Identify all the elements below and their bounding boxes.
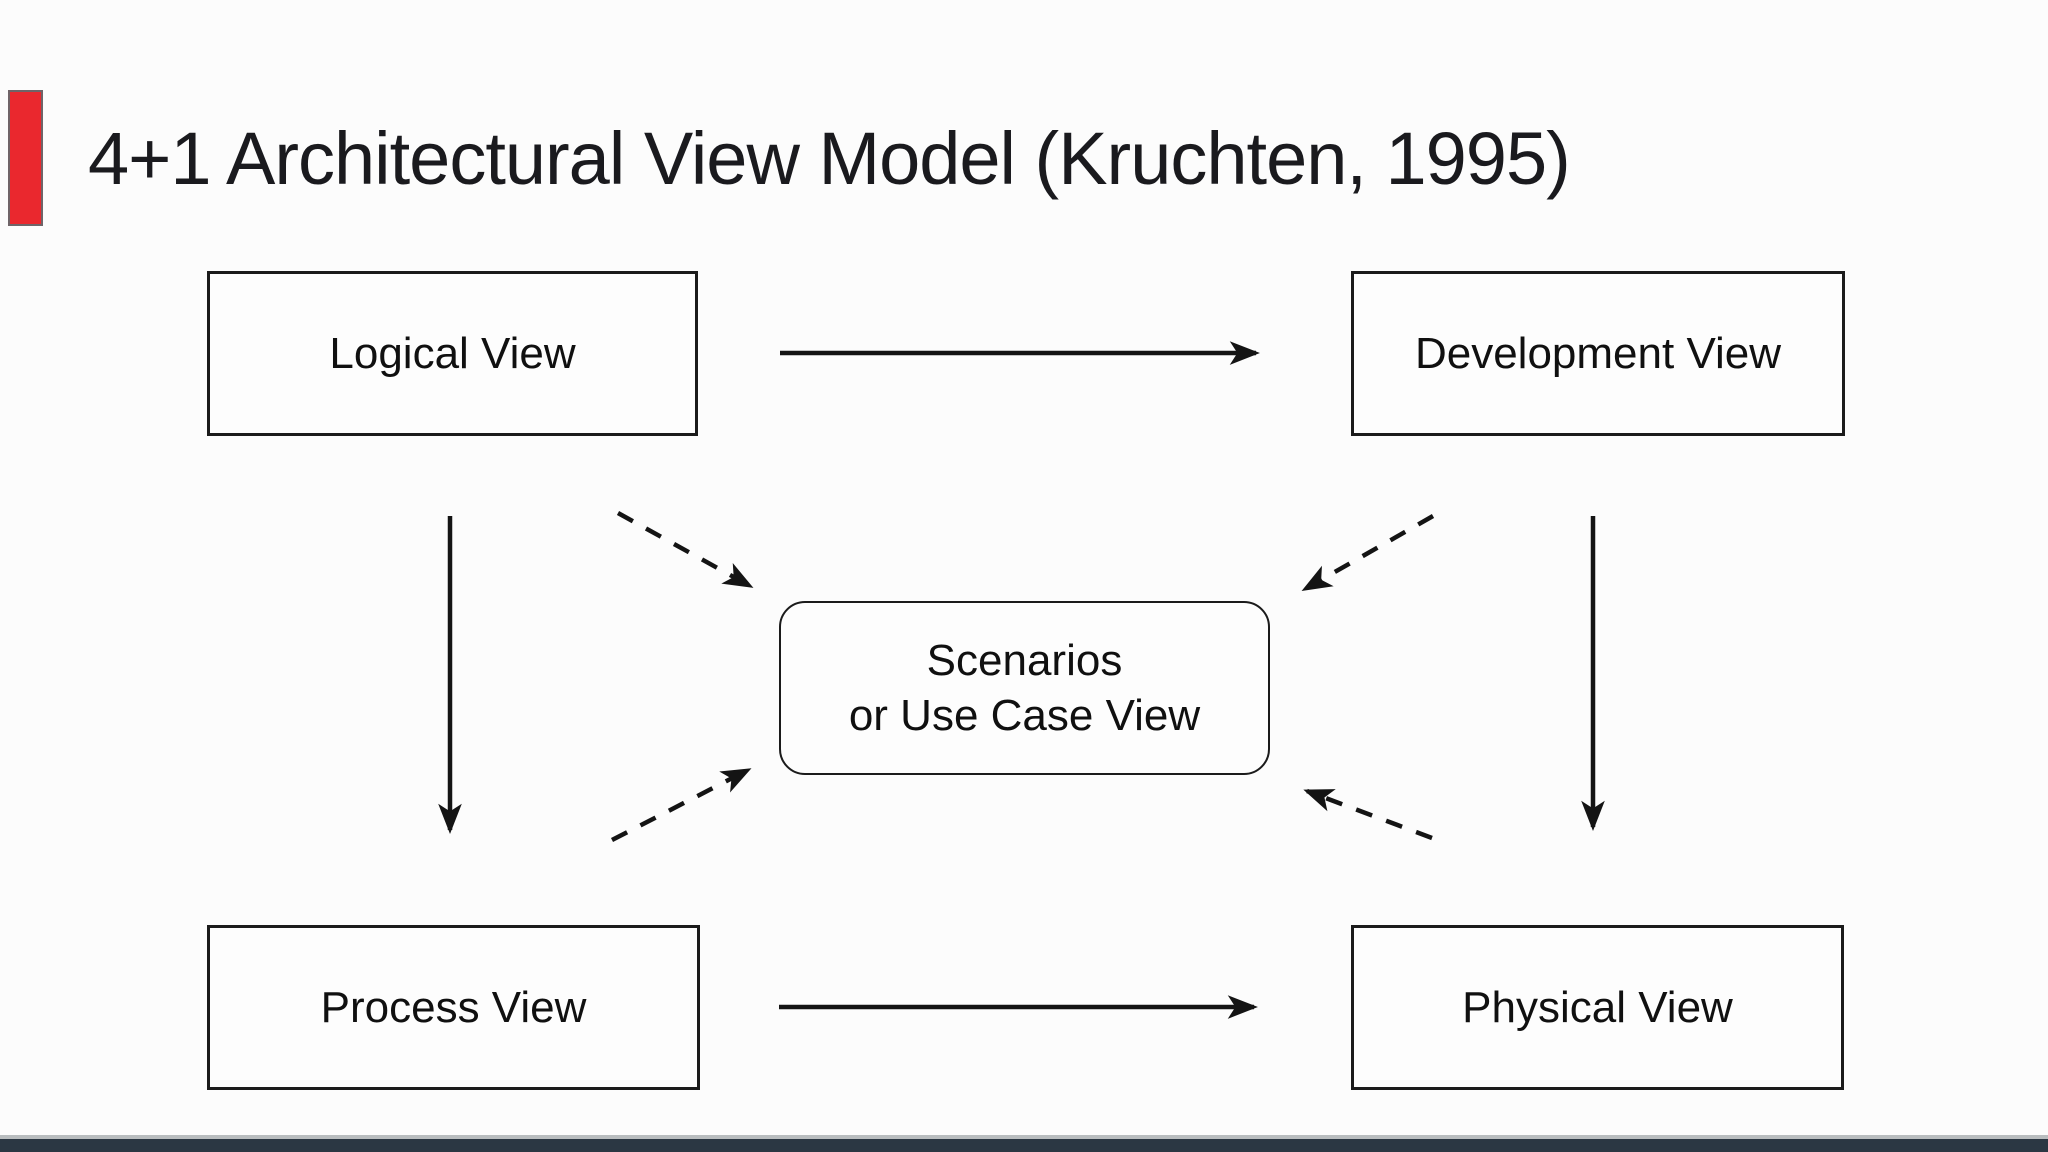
slide-title: 4+1 Architectural View Model (Kruchten, … bbox=[88, 117, 1571, 200]
arrow-process-to-scenarios bbox=[610, 767, 752, 843]
node-scenarios-label-line1: Scenarios bbox=[926, 636, 1123, 685]
node-physical-view: Physical View bbox=[1351, 925, 1844, 1090]
node-process-view: Process View bbox=[207, 925, 700, 1090]
node-logical-view-label: Logical View bbox=[329, 329, 576, 378]
node-development-view: Development View bbox=[1351, 271, 1845, 436]
arrow-development-to-scenarios bbox=[1301, 514, 1435, 591]
footer-highlight-line bbox=[0, 1135, 2048, 1139]
footer-bar bbox=[0, 1139, 2048, 1152]
node-process-view-label: Process View bbox=[320, 983, 587, 1032]
node-development-view-label: Development View bbox=[1414, 329, 1782, 378]
node-scenarios-use-case-view: Scenarios or Use Case View bbox=[779, 601, 1270, 775]
node-physical-view-label: Physical View bbox=[1462, 983, 1733, 1032]
title-accent-bar bbox=[8, 90, 43, 226]
node-logical-view: Logical View bbox=[207, 271, 698, 436]
node-scenarios-label-line2: or Use Case View bbox=[848, 691, 1201, 740]
arrow-logical-to-scenarios bbox=[616, 511, 754, 588]
arrow-physical-to-scenarios bbox=[1303, 788, 1433, 841]
